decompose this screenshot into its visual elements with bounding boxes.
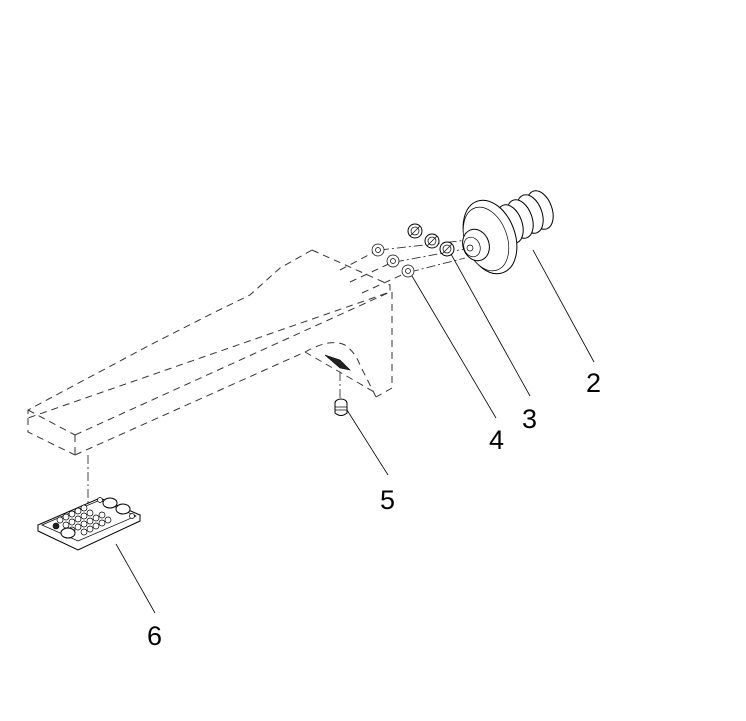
part-4-washers	[371, 243, 415, 278]
leader-lines	[115, 249, 595, 614]
part-6-grid-plate	[36, 497, 142, 551]
outlet-mark	[324, 354, 351, 371]
callout-label-6: 6	[147, 621, 162, 651]
spout-body-phantom	[27, 249, 409, 456]
callout-label-5: 5	[380, 485, 395, 515]
callout-label-4: 4	[489, 425, 504, 455]
callout-label-3: 3	[522, 404, 537, 434]
part-5-aerator-screw	[334, 398, 348, 416]
callout-label-2: 2	[586, 368, 601, 398]
part-2-cartridge	[462, 190, 554, 275]
assembly-axes	[87, 239, 471, 510]
part-3-threaded-inserts	[407, 223, 455, 257]
